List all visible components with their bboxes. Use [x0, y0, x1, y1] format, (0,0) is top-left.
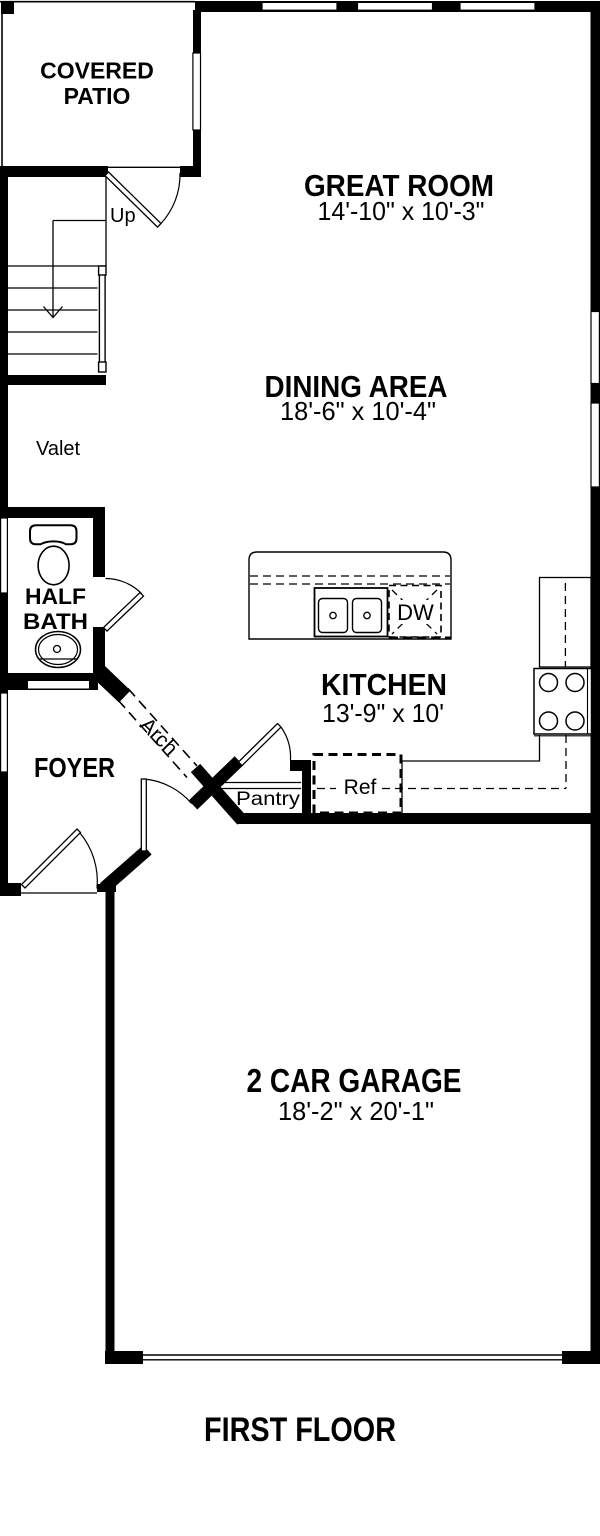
svg-text:14'-10" x 10'-3": 14'-10" x 10'-3" — [318, 196, 485, 226]
svg-text:FIRST FLOOR: FIRST FLOOR — [204, 1411, 396, 1449]
svg-text:Valet: Valet — [36, 438, 81, 460]
svg-text:2 CAR GARAGE: 2 CAR GARAGE — [247, 1062, 462, 1099]
svg-text:Up: Up — [110, 205, 136, 227]
svg-text:18'-6" x 10'-4": 18'-6" x 10'-4" — [280, 396, 436, 426]
svg-text:DW: DW — [397, 600, 434, 625]
svg-text:Ref: Ref — [344, 776, 377, 799]
svg-text:Pantry: Pantry — [236, 789, 301, 810]
svg-text:PATIO: PATIO — [64, 83, 131, 109]
svg-text:BATH: BATH — [23, 609, 88, 634]
svg-text:HALF: HALF — [25, 584, 86, 609]
svg-text:18'-2" x 20'-1": 18'-2" x 20'-1" — [278, 1096, 434, 1126]
svg-text:FOYER: FOYER — [34, 752, 115, 783]
svg-text:COVERED: COVERED — [40, 58, 154, 84]
svg-text:13'-9" x 10': 13'-9" x 10' — [322, 698, 444, 728]
svg-text:GREAT ROOM: GREAT ROOM — [304, 168, 494, 203]
svg-text:DINING AREA: DINING AREA — [265, 369, 448, 404]
svg-text:KITCHEN: KITCHEN — [321, 667, 447, 702]
